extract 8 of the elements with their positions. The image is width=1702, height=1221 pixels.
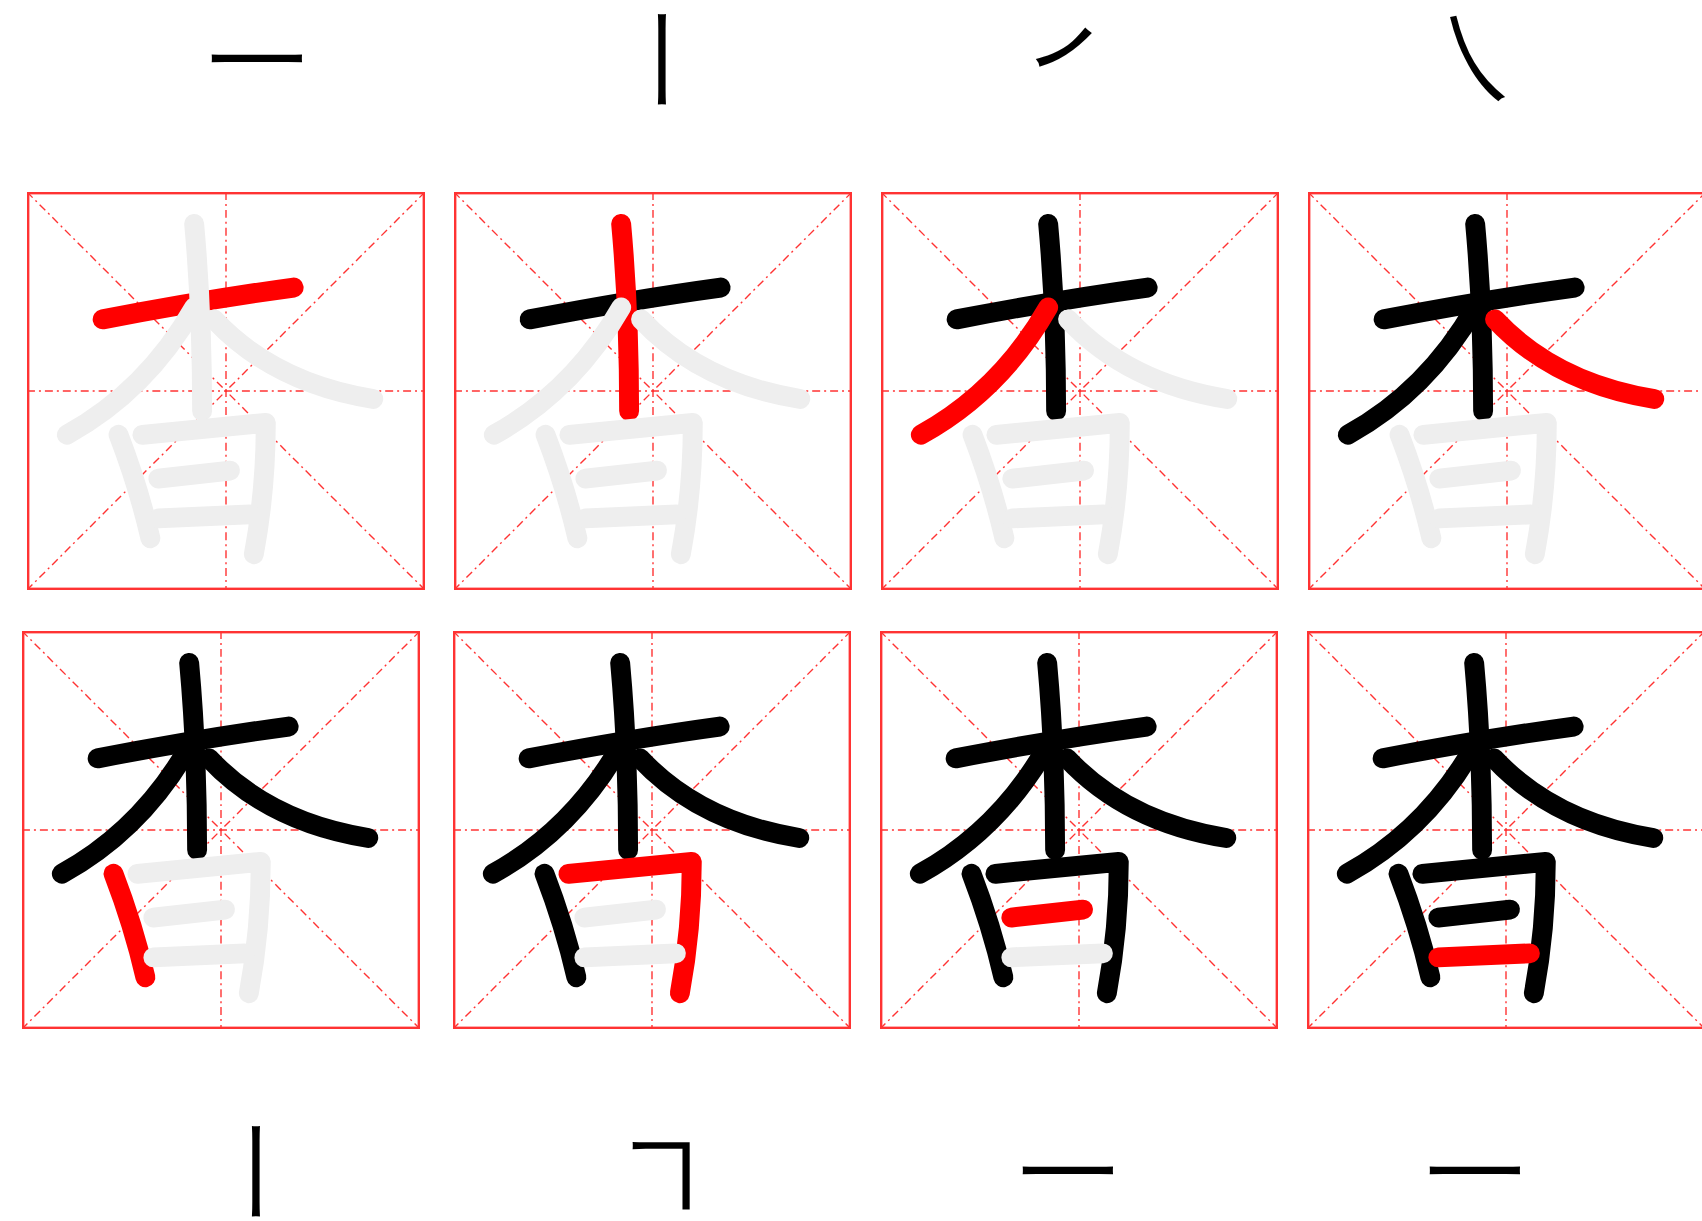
- stroke-label: ㇑: [209, 1117, 307, 1221]
- stroke-label: ㇒: [1020, 5, 1118, 115]
- stroke-label: ㇏: [1427, 5, 1525, 115]
- stroke-label: ㇐: [1427, 1117, 1525, 1221]
- stroke-label: ㇐: [1020, 1117, 1118, 1221]
- stroke-label: ㇑: [615, 5, 713, 115]
- stroke-label: ㇐: [209, 5, 307, 115]
- stroke-label: ㇕: [615, 1117, 713, 1221]
